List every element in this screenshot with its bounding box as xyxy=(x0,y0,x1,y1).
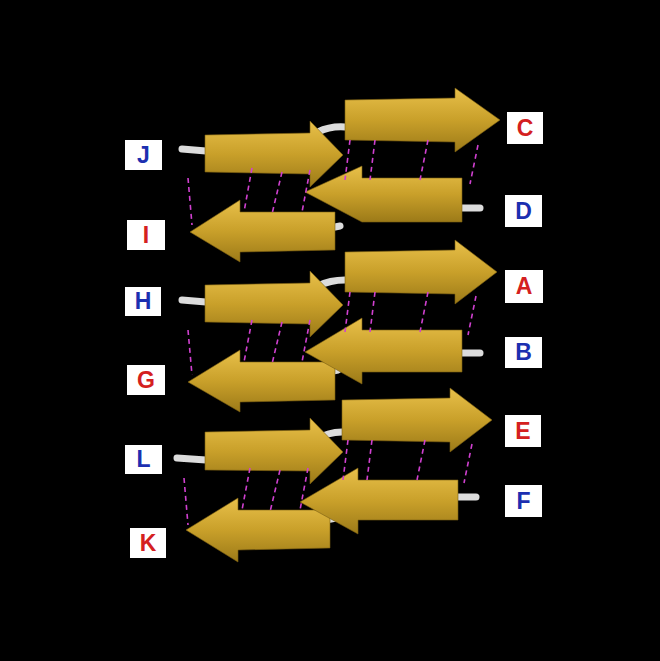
strand-letter: F xyxy=(516,490,530,513)
strand-label-box: D xyxy=(505,195,542,227)
strand-letter: E xyxy=(515,420,530,443)
strand-label-box: I xyxy=(127,220,165,250)
strand-label-box: G xyxy=(127,365,165,395)
strand-letter: D xyxy=(515,200,532,223)
strand-letter: L xyxy=(136,448,150,471)
strand-letter: I xyxy=(143,224,149,247)
strand-label-box: K xyxy=(130,528,166,558)
strand-label-box: J xyxy=(125,140,162,170)
strand-letter: B xyxy=(515,341,532,364)
strand-letter: H xyxy=(135,290,152,313)
strand-label-box: H xyxy=(125,287,161,316)
strand-label-box: B xyxy=(505,337,542,368)
strand-label-box: L xyxy=(125,445,162,474)
strand-label-box: A xyxy=(505,270,543,303)
beta-strands xyxy=(186,88,500,562)
strand-letter: J xyxy=(137,144,150,167)
strand-label-box: F xyxy=(505,485,542,517)
strand-letter: C xyxy=(517,117,534,140)
strand-letter: G xyxy=(137,369,155,392)
strand-letter: A xyxy=(516,275,533,298)
loop-tubes xyxy=(177,127,480,520)
strand-label-box: C xyxy=(507,112,543,144)
strand-letter: K xyxy=(140,532,157,555)
strand-label-box: E xyxy=(505,415,541,447)
hydrogen-bonds xyxy=(184,140,478,525)
